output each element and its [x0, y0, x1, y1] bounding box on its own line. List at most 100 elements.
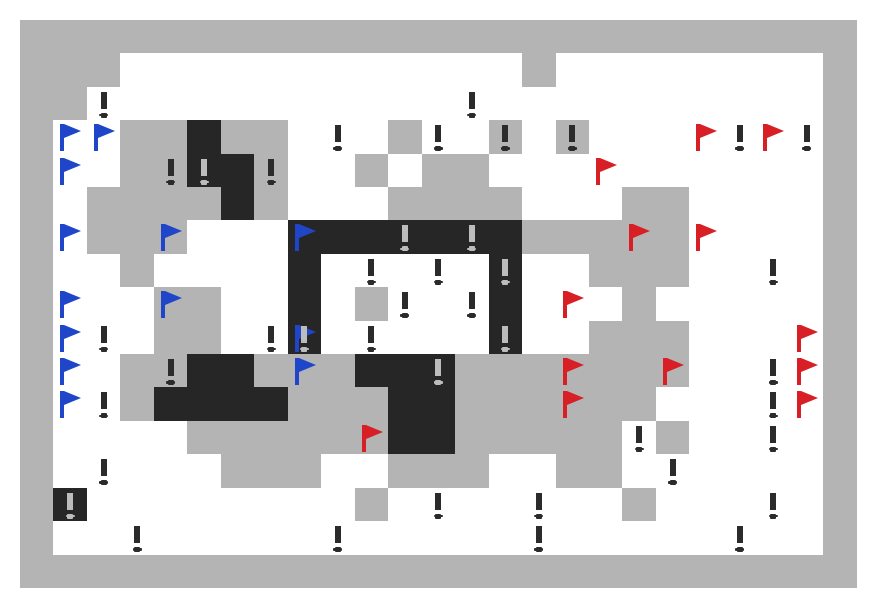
floor-tile[interactable]	[321, 53, 355, 87]
wall-tile[interactable]	[321, 554, 355, 588]
floor-tile[interactable]	[789, 287, 824, 321]
dark-tile[interactable]	[321, 220, 355, 254]
exclamation-marker-icon[interactable]	[266, 158, 276, 185]
floor-tile[interactable]	[53, 354, 87, 388]
exclamation-marker-icon[interactable]	[99, 459, 109, 486]
wall-tile[interactable]	[20, 354, 54, 388]
wall-tile[interactable]	[455, 153, 489, 188]
floor-tile[interactable]	[689, 253, 723, 288]
floor-tile[interactable]	[789, 153, 824, 188]
floor-tile[interactable]	[354, 454, 389, 488]
floor-tile[interactable]	[354, 53, 389, 87]
wall-tile[interactable]	[254, 354, 288, 388]
blue-flag-icon[interactable]	[60, 358, 82, 386]
floor-tile[interactable]	[388, 253, 422, 288]
floor-tile[interactable]	[287, 187, 322, 221]
exclamation-marker-icon[interactable]	[567, 125, 577, 152]
exclamation-marker-icon[interactable]	[366, 325, 376, 352]
exclamation-marker-icon[interactable]	[500, 325, 510, 352]
wall-tile[interactable]	[555, 120, 589, 154]
wall-tile[interactable]	[86, 220, 121, 254]
floor-tile[interactable]	[488, 53, 523, 87]
wall-tile[interactable]	[153, 287, 188, 321]
floor-tile[interactable]	[722, 387, 757, 421]
floor-tile[interactable]	[722, 187, 757, 221]
floor-tile[interactable]	[388, 287, 422, 321]
floor-tile[interactable]	[321, 320, 355, 355]
floor-tile[interactable]	[53, 454, 87, 488]
blue-flag-icon[interactable]	[294, 224, 316, 252]
floor-tile[interactable]	[789, 454, 824, 488]
wall-tile[interactable]	[254, 120, 288, 154]
floor-tile[interactable]	[689, 220, 723, 254]
wall-tile[interactable]	[789, 20, 824, 54]
dark-tile[interactable]	[187, 153, 221, 188]
wall-tile[interactable]	[588, 387, 623, 421]
floor-tile[interactable]	[655, 487, 690, 522]
exclamation-marker-icon[interactable]	[132, 526, 142, 553]
floor-tile[interactable]	[522, 320, 556, 355]
dark-tile[interactable]	[220, 354, 255, 388]
floor-tile[interactable]	[622, 153, 656, 188]
wall-tile[interactable]	[220, 420, 255, 455]
blue-flag-icon[interactable]	[60, 224, 82, 252]
wall-tile[interactable]	[254, 20, 288, 54]
exclamation-marker-icon[interactable]	[467, 292, 477, 319]
floor-tile[interactable]	[789, 387, 824, 421]
floor-tile[interactable]	[187, 454, 221, 488]
exclamation-marker-icon[interactable]	[299, 325, 309, 352]
wall-tile[interactable]	[555, 354, 589, 388]
exclamation-marker-icon[interactable]	[768, 492, 778, 519]
dark-tile[interactable]	[354, 354, 389, 388]
red-flag-icon[interactable]	[696, 224, 718, 252]
floor-tile[interactable]	[789, 420, 824, 455]
dark-tile[interactable]	[388, 220, 422, 254]
floor-tile[interactable]	[555, 187, 589, 221]
exclamation-marker-icon[interactable]	[99, 392, 109, 419]
wall-tile[interactable]	[187, 554, 221, 588]
wall-tile[interactable]	[789, 554, 824, 588]
floor-tile[interactable]	[153, 53, 188, 87]
wall-tile[interactable]	[756, 20, 790, 54]
floor-tile[interactable]	[53, 287, 87, 321]
floor-tile[interactable]	[522, 120, 556, 154]
dark-tile[interactable]	[388, 387, 422, 421]
floor-tile[interactable]	[86, 120, 121, 154]
floor-tile[interactable]	[588, 53, 623, 87]
floor-tile[interactable]	[756, 387, 790, 421]
wall-tile[interactable]	[488, 20, 523, 54]
dark-tile[interactable]	[455, 220, 489, 254]
dark-tile[interactable]	[53, 487, 87, 522]
floor-tile[interactable]	[421, 521, 456, 555]
wall-tile[interactable]	[354, 153, 389, 188]
floor-tile[interactable]	[220, 253, 255, 288]
floor-tile[interactable]	[254, 287, 288, 321]
floor-tile[interactable]	[488, 153, 523, 188]
floor-tile[interactable]	[287, 86, 322, 121]
dark-tile[interactable]	[287, 320, 322, 355]
exclamation-marker-icon[interactable]	[467, 225, 477, 252]
dark-tile[interactable]	[421, 420, 456, 455]
floor-tile[interactable]	[588, 187, 623, 221]
floor-tile[interactable]	[187, 220, 221, 254]
wall-tile[interactable]	[823, 387, 857, 421]
exclamation-marker-icon[interactable]	[433, 492, 443, 519]
wall-tile[interactable]	[20, 420, 54, 455]
wall-tile[interactable]	[588, 320, 623, 355]
blue-flag-icon[interactable]	[60, 391, 82, 419]
floor-tile[interactable]	[421, 253, 456, 288]
wall-tile[interactable]	[153, 120, 188, 154]
wall-tile[interactable]	[120, 387, 154, 421]
floor-tile[interactable]	[756, 521, 790, 555]
wall-tile[interactable]	[20, 86, 54, 121]
wall-tile[interactable]	[823, 454, 857, 488]
wall-tile[interactable]	[388, 454, 422, 488]
red-flag-icon[interactable]	[361, 424, 383, 452]
floor-tile[interactable]	[354, 86, 389, 121]
wall-tile[interactable]	[655, 220, 690, 254]
wall-tile[interactable]	[588, 354, 623, 388]
floor-tile[interactable]	[555, 86, 589, 121]
dark-tile[interactable]	[388, 420, 422, 455]
exclamation-marker-icon[interactable]	[500, 258, 510, 285]
floor-tile[interactable]	[287, 487, 322, 522]
